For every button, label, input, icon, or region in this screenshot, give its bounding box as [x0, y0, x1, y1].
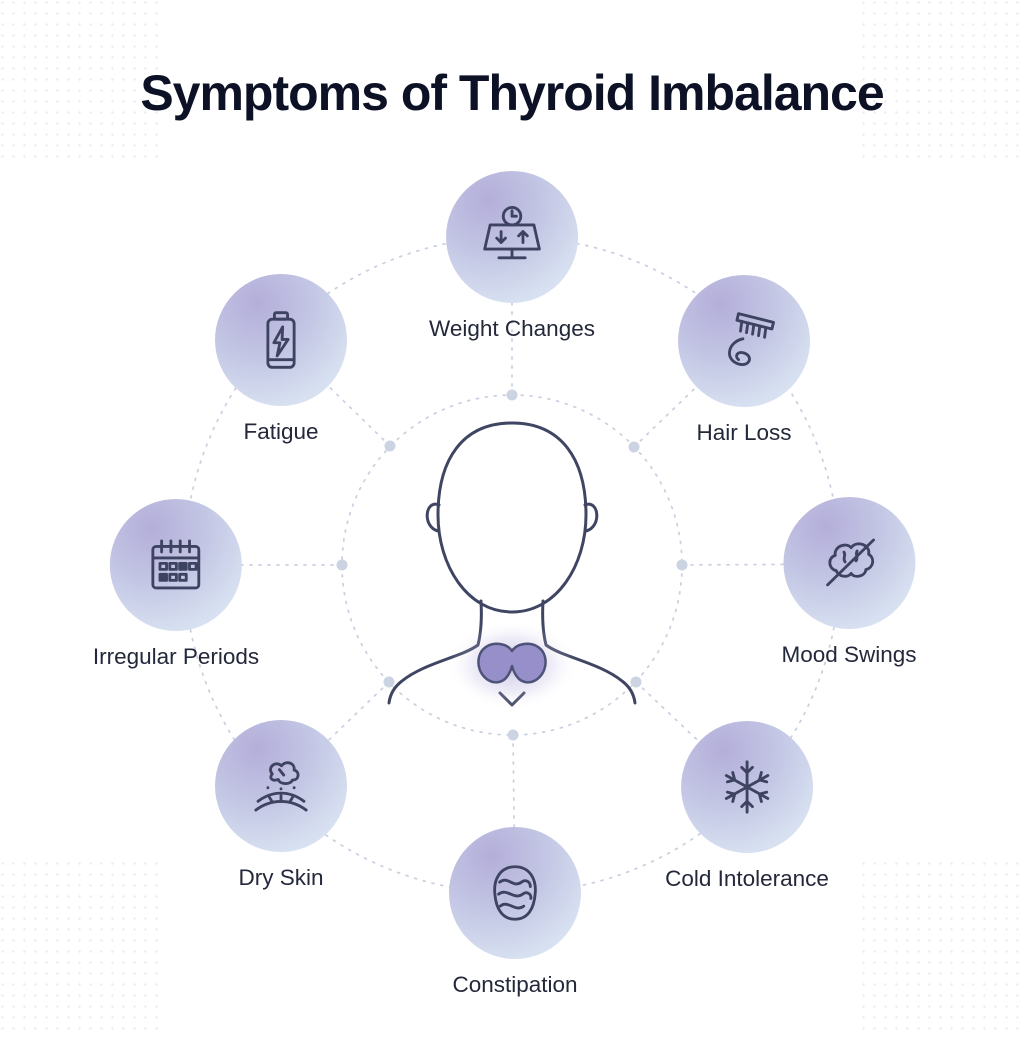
- symptom-label: Mood Swings: [781, 642, 917, 667]
- symptom-hair-loss: Hair Loss: [678, 275, 810, 446]
- symptom-bubble: [678, 275, 810, 407]
- symptom-bubble: [449, 827, 581, 959]
- symptom-label: Hair Loss: [696, 420, 792, 445]
- intestines-icon: [493, 865, 537, 921]
- snowflake-icon: [724, 760, 770, 814]
- symptom-bubble: [680, 721, 813, 853]
- symptom-weight-changes: Weight Changes: [429, 171, 595, 342]
- symptom-bubble: [109, 499, 242, 631]
- symptom-label: Dry Skin: [238, 865, 324, 890]
- brain-mood-icon: [825, 538, 875, 587]
- calendar-icon: [151, 539, 201, 590]
- page-title: Symptoms of Thyroid Imbalance: [140, 65, 884, 121]
- weight-scale-icon: [483, 206, 541, 260]
- symptom-label: Irregular Periods: [92, 644, 260, 669]
- thyroid-figure: [387, 421, 637, 710]
- symptom-bubble: [215, 720, 347, 852]
- symptom-bubble: [215, 274, 347, 406]
- symptom-label: Weight Changes: [429, 316, 595, 341]
- symptom-bubble: [782, 497, 915, 629]
- head-outline: [436, 421, 588, 614]
- symptom-cold-intolerance: Cold Intolerance: [665, 721, 829, 892]
- symptom-dry-skin: Dry Skin: [215, 720, 347, 891]
- thyroid-gland: [477, 642, 547, 684]
- right-ear: [583, 502, 599, 533]
- symptom-label: Cold Intolerance: [665, 866, 829, 891]
- symptom-label: Fatigue: [243, 419, 319, 444]
- symptom-fatigue: Fatigue: [215, 274, 347, 445]
- dry-skin-icon: [254, 761, 308, 812]
- connector-node-dots: [336, 389, 688, 741]
- symptom-label: Constipation: [452, 972, 578, 997]
- symptom-constipation: Constipation: [449, 827, 581, 998]
- symptom-irregular-periods: Irregular Periods: [93, 499, 259, 670]
- symptom-mood-swings: Mood Swings: [781, 497, 917, 668]
- radial-line-right: [681, 563, 850, 566]
- radial-line-bottom: [512, 734, 516, 894]
- comb-hair-icon: [728, 312, 775, 366]
- battery-low-icon: [266, 311, 296, 369]
- symptom-bubble: [446, 171, 578, 303]
- left-ear: [425, 502, 441, 533]
